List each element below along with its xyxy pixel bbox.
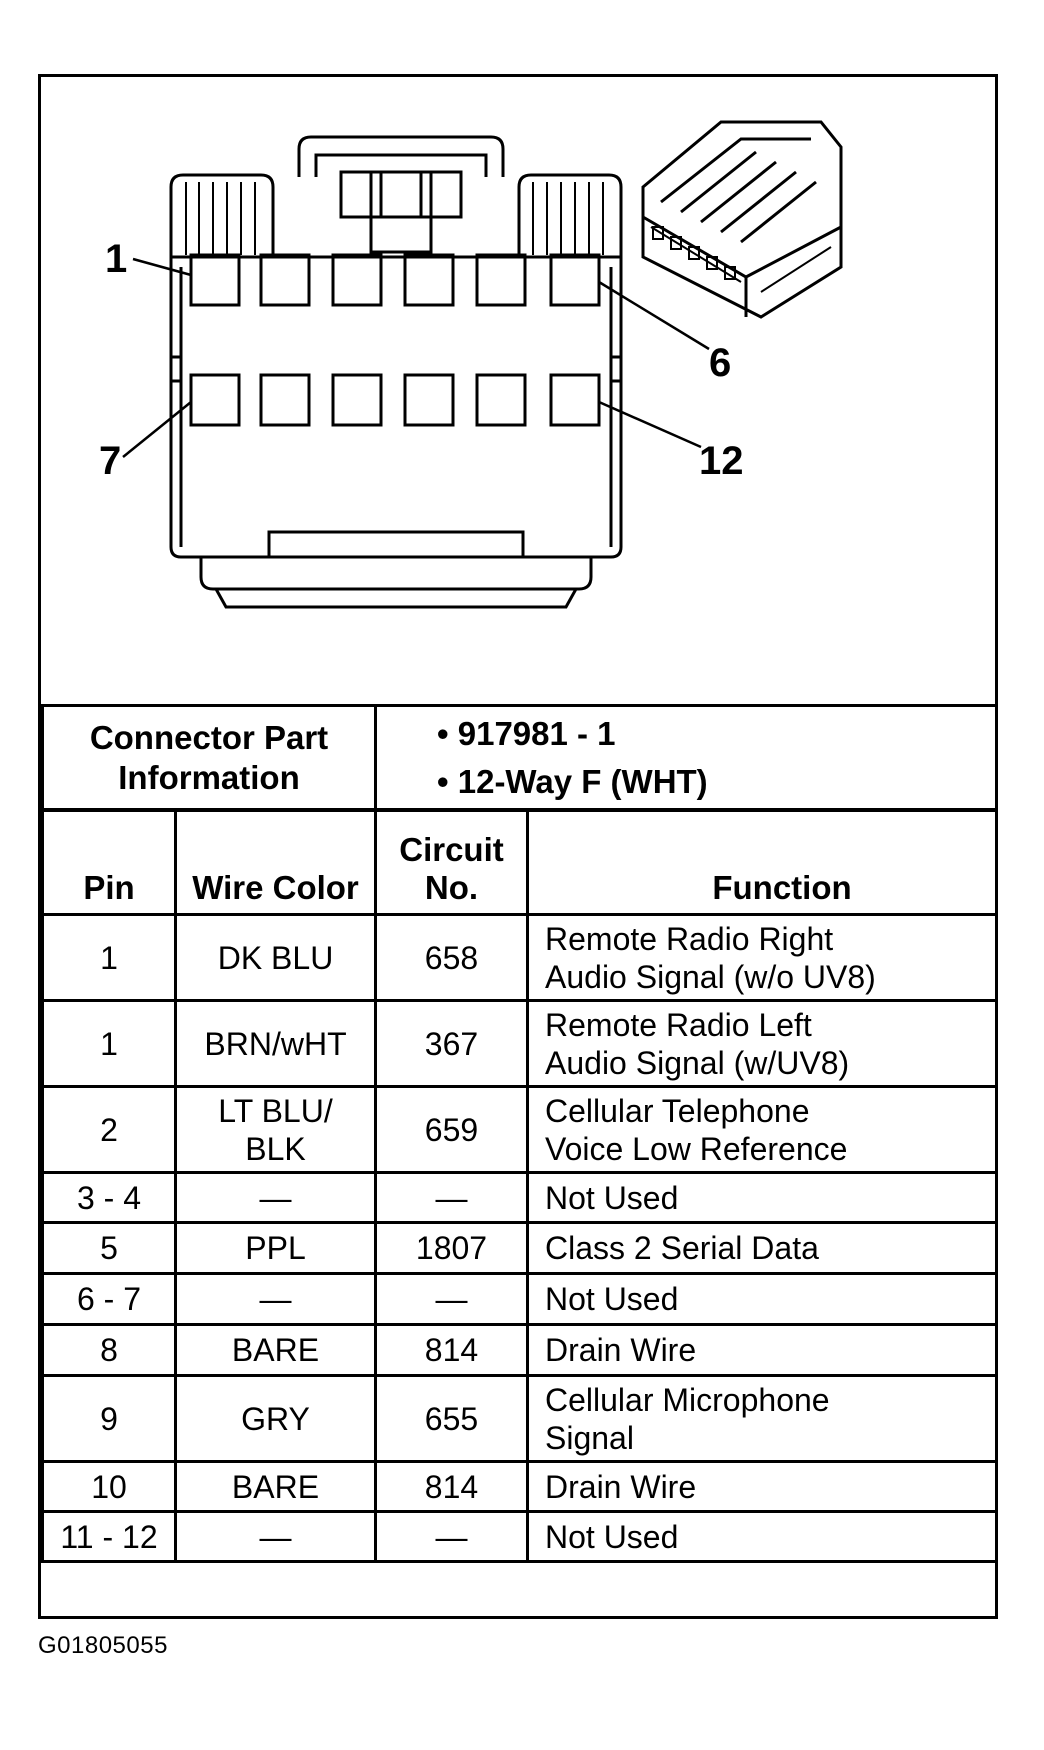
pin-cell: 10 (41, 1460, 177, 1513)
pin-cell: 3 - 4 (41, 1171, 177, 1224)
pin-cell: 11 - 12 (41, 1510, 177, 1563)
wire-color-cell: GRY (174, 1374, 377, 1463)
header-wire-color: Wire Color (174, 808, 377, 916)
header-circuit-no: Circuit No. (374, 808, 529, 916)
wire-color-cell: — (174, 1510, 377, 1563)
circuit-cell: 814 (374, 1323, 529, 1377)
connector-face-drawing (122, 120, 843, 609)
pin-cell: 8 (41, 1323, 177, 1377)
header-pin: Pin (41, 808, 177, 916)
function-cell: Not Used (526, 1171, 998, 1224)
table-row: 8 BARE 814 Drain Wire (41, 1323, 998, 1377)
table-row: 3 - 4 — — Not Used (41, 1171, 998, 1224)
wire-color-cell: DK BLU (174, 913, 377, 1002)
connector-info-table: Connector Part Information • 917981 - 1 … (41, 704, 998, 812)
circuit-cell: 814 (374, 1460, 529, 1513)
wire-color-cell: BARE (174, 1460, 377, 1513)
table-row: 6 - 7 — — Not Used (41, 1272, 998, 1326)
wire-color-cell: BRN/wHT (174, 999, 377, 1088)
circuit-cell: — (374, 1272, 529, 1326)
circuit-cell: 658 (374, 913, 529, 1002)
pin-cell: 6 - 7 (41, 1272, 177, 1326)
connector-info-label: Connector Part Information (41, 704, 377, 812)
connector-figure-frame: 1 6 7 12 Connector Part Information • 91… (38, 74, 998, 1619)
function-cell: Not Used (526, 1510, 998, 1563)
wire-color-cell: BARE (174, 1323, 377, 1377)
pin-label-12: 12 (699, 439, 744, 483)
circuit-cell: — (374, 1171, 529, 1224)
pin-cell: 9 (41, 1374, 177, 1463)
function-cell: Drain Wire (526, 1460, 998, 1513)
figure-id: G01805055 (38, 1632, 168, 1659)
pin-cell: 2 (41, 1085, 177, 1174)
part-number: • 917981 - 1 (437, 715, 616, 752)
connector-diagram: 1 6 7 12 (41, 77, 995, 705)
wire-color-cell: — (174, 1272, 377, 1326)
pin-table-header: Pin Wire Color Circuit No. Function (41, 808, 998, 916)
pin-cell: 1 (41, 999, 177, 1088)
pin-label-7: 7 (99, 439, 122, 483)
pin-label-6: 6 (709, 341, 732, 385)
connector-description: • 12-Way F (WHT) (437, 763, 708, 800)
wire-color-cell: LT BLU/BLK (174, 1085, 377, 1174)
wire-color-cell: — (174, 1171, 377, 1224)
function-cell: Not Used (526, 1272, 998, 1326)
connector-info-values: • 917981 - 1 • 12-Way F (WHT) (374, 704, 998, 812)
pin-label-1: 1 (105, 237, 128, 281)
table-row: 11 - 12 — — Not Used (41, 1510, 998, 1563)
circuit-cell: 1807 (374, 1221, 529, 1275)
circuit-cell: 367 (374, 999, 529, 1088)
function-cell: Class 2 Serial Data (526, 1221, 998, 1275)
circuit-cell: — (374, 1510, 529, 1563)
header-function: Function (526, 808, 998, 916)
wire-color-cell: PPL (174, 1221, 377, 1275)
pin-cell: 5 (41, 1221, 177, 1275)
function-cell: Drain Wire (526, 1323, 998, 1377)
pin-cell: 1 (41, 913, 177, 1002)
circuit-cell: 655 (374, 1374, 529, 1463)
circuit-cell: 659 (374, 1085, 529, 1174)
pin-table: Pin Wire Color Circuit No. Function 1 DK… (41, 808, 998, 1563)
table-row: 10 BARE 814 Drain Wire (41, 1460, 998, 1513)
table-row: 5 PPL 1807 Class 2 Serial Data (41, 1221, 998, 1275)
